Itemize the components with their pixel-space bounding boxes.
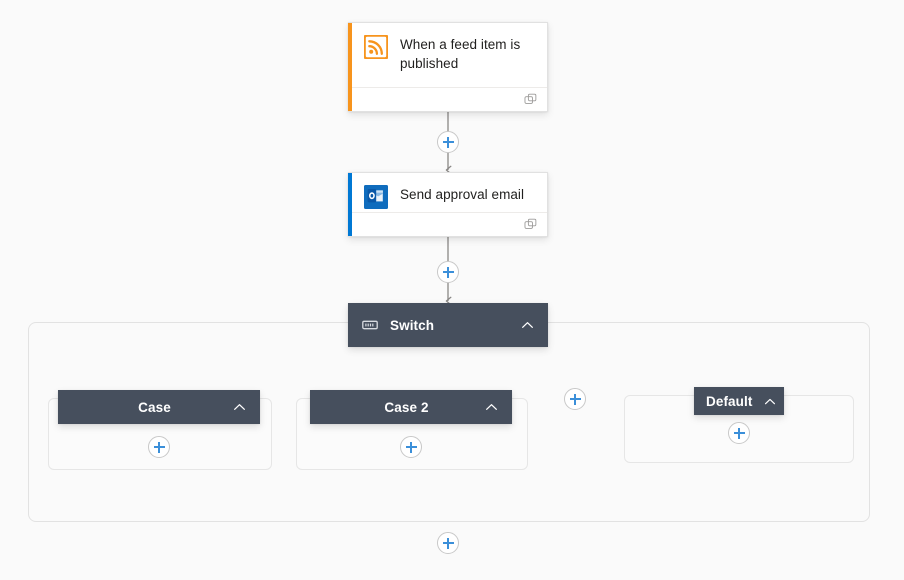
card-main: When a feed item is published	[348, 23, 547, 87]
chevron-up-icon[interactable]	[764, 395, 777, 408]
chevron-up-icon[interactable]	[485, 401, 498, 414]
card-accent-bar	[348, 173, 352, 236]
switch-icon	[362, 317, 378, 333]
rss-icon	[363, 34, 389, 60]
add-case-button[interactable]	[564, 388, 586, 410]
chevron-up-icon[interactable]	[521, 319, 534, 332]
default-case-header[interactable]: Default	[694, 387, 784, 415]
card-main: Send approval email	[348, 173, 547, 212]
default-case-label: Default	[706, 393, 753, 409]
chevron-up-icon[interactable]	[233, 401, 246, 414]
switch-node-header[interactable]: Switch	[348, 303, 548, 347]
card-footer	[348, 212, 547, 236]
case-2-header[interactable]: Case 2	[310, 390, 512, 424]
plus-vertical-bar	[738, 427, 740, 439]
action-card-rss-trigger[interactable]: When a feed item is published	[348, 22, 548, 112]
plus-vertical-bar	[447, 266, 449, 278]
copy-icon[interactable]	[524, 93, 537, 106]
add-step-after-trigger-button[interactable]	[437, 131, 459, 153]
switch-node-label: Switch	[390, 317, 435, 333]
action-card-send-approval-email[interactable]: Send approval email	[348, 172, 548, 237]
add-step-after-email-button[interactable]	[437, 261, 459, 283]
case-1-label: Case	[138, 399, 171, 415]
card-accent-bar	[348, 23, 352, 111]
card-title: When a feed item is published	[400, 37, 521, 71]
plus-vertical-bar	[447, 136, 449, 148]
plus-vertical-bar	[410, 441, 412, 453]
add-action-case-1-button[interactable]	[148, 436, 170, 458]
copy-icon[interactable]	[524, 218, 537, 231]
add-action-case-2-button[interactable]	[400, 436, 422, 458]
card-title: Send approval email	[400, 187, 525, 202]
plus-vertical-bar	[574, 393, 576, 405]
add-action-default-button[interactable]	[728, 422, 750, 444]
outlook-icon	[364, 185, 388, 209]
plus-vertical-bar	[158, 441, 160, 453]
add-step-after-switch-button[interactable]	[437, 532, 459, 554]
case-2-label: Case 2	[384, 399, 429, 415]
plus-vertical-bar	[447, 537, 449, 549]
card-footer	[348, 87, 547, 111]
case-1-header[interactable]: Case	[58, 390, 260, 424]
